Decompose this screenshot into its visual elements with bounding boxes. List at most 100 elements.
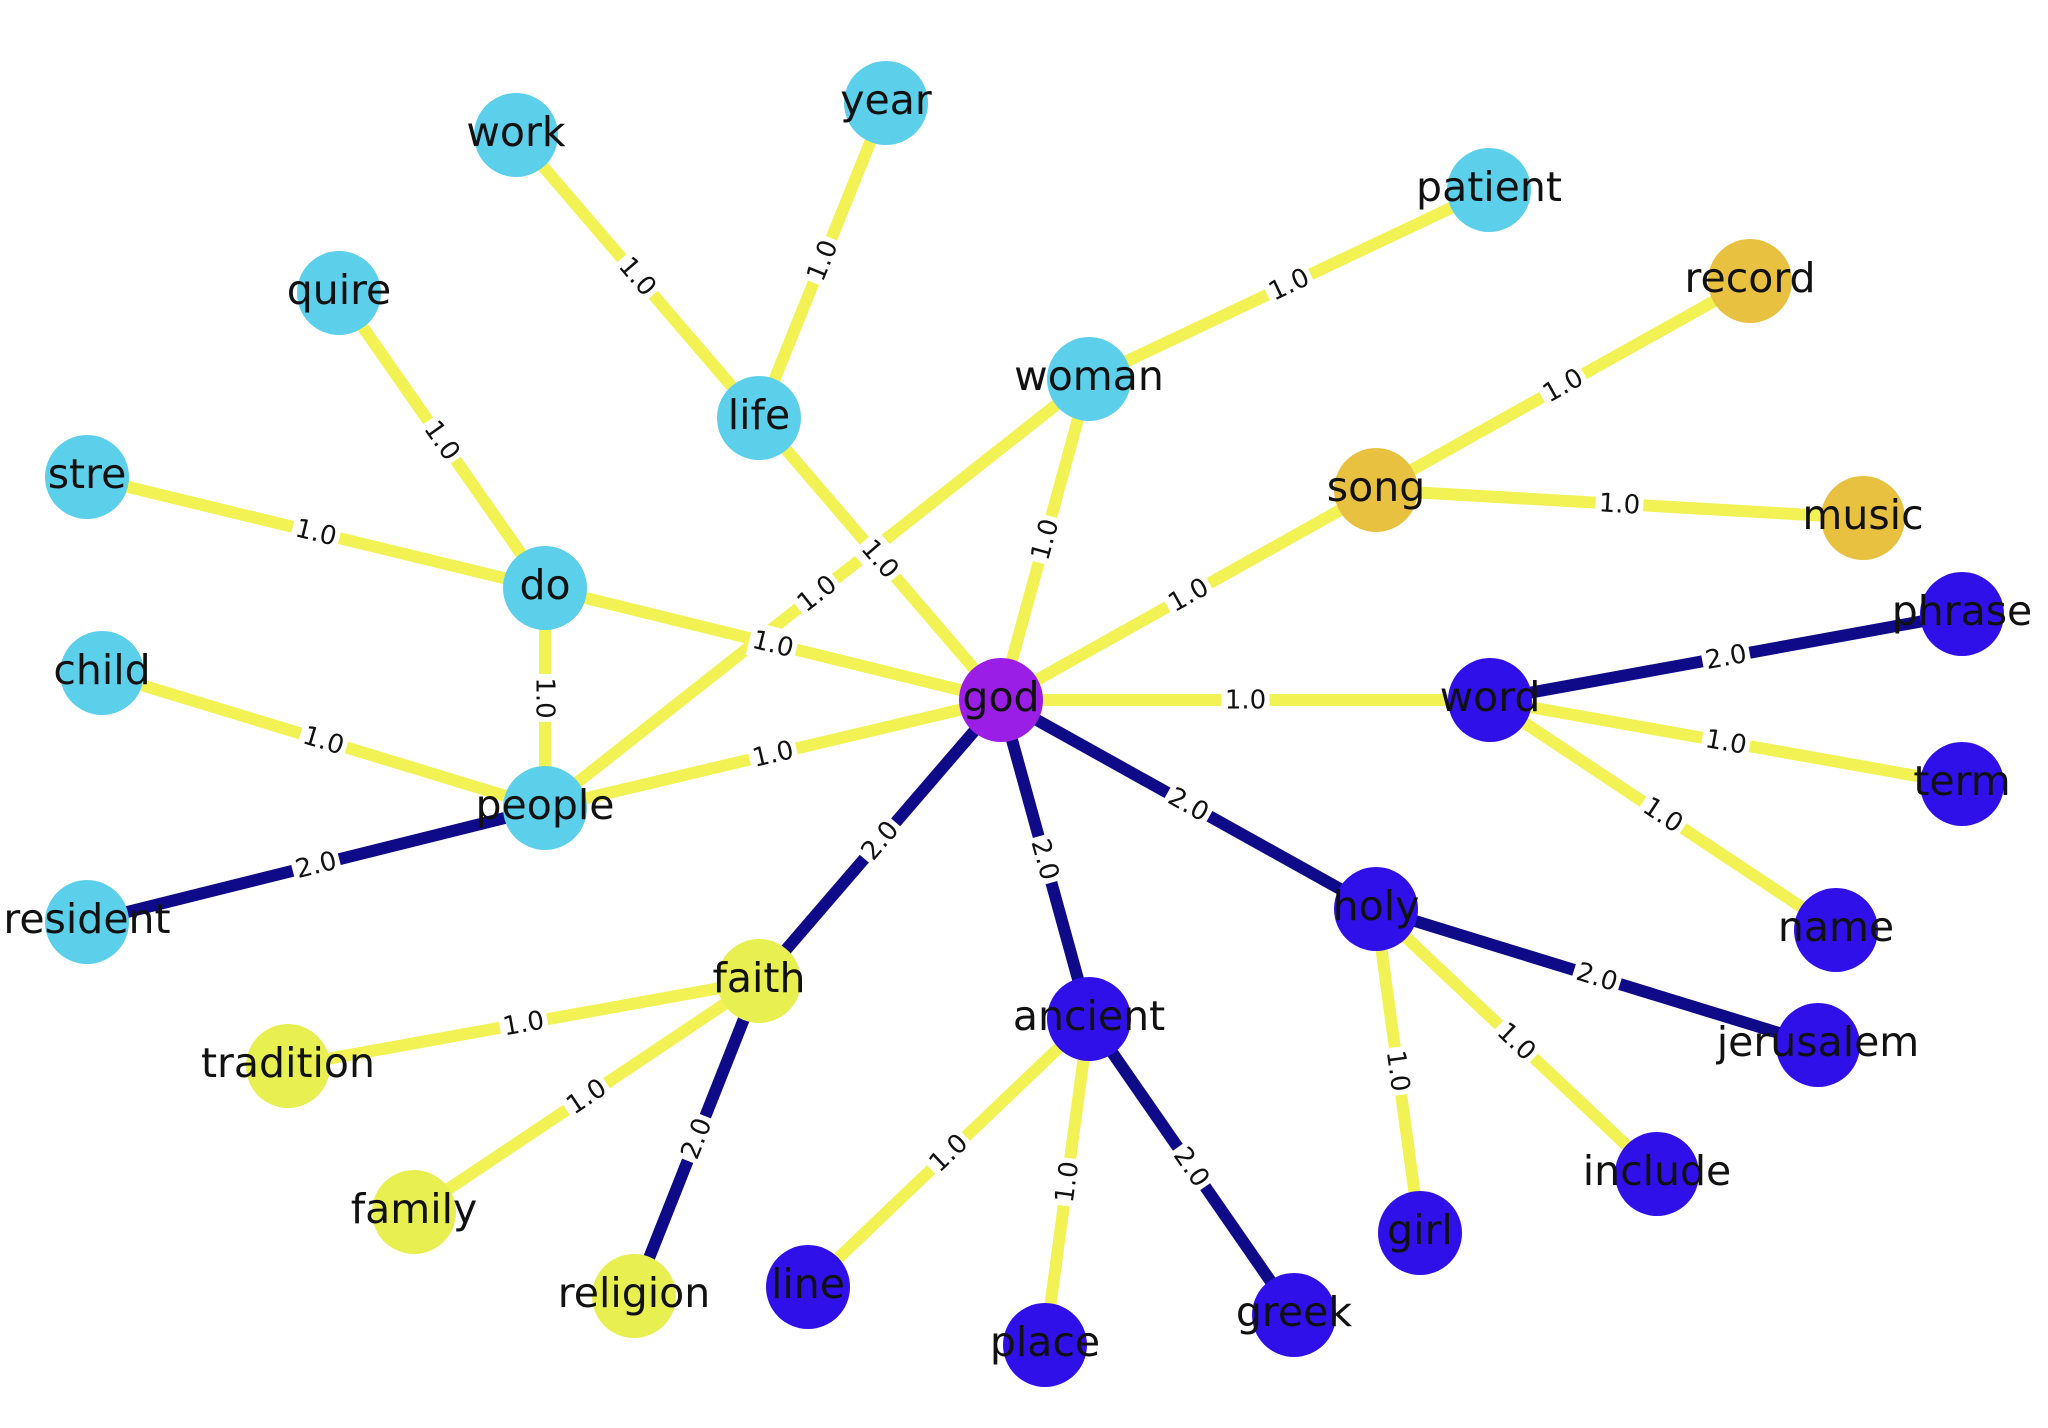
edge-weight-text: 1.0 — [501, 1006, 547, 1043]
edge-weight-label-bg — [851, 811, 909, 870]
edge-weight-text: 1.0 — [1225, 686, 1266, 716]
node-label-people: people — [476, 781, 615, 829]
edge-weight-label: 1.0 — [1159, 568, 1218, 622]
edge-weight-label-bg — [288, 842, 344, 888]
edge-weight-text: 1.0 — [1703, 724, 1749, 761]
node-work[interactable] — [474, 93, 558, 177]
edge-weight-label-bg — [1022, 831, 1068, 888]
node-people[interactable] — [503, 766, 587, 850]
edge-weight-label-bg — [1699, 721, 1753, 763]
node-record[interactable] — [1708, 239, 1792, 323]
node-label-music: music — [1802, 491, 1923, 539]
node-label-religion: religion — [558, 1269, 710, 1317]
node-holy[interactable] — [1334, 867, 1418, 951]
node-faith[interactable] — [717, 939, 801, 1023]
edge-weight-label: 1.0 — [295, 717, 352, 764]
edge-weight-label: 1.0 — [1533, 358, 1593, 413]
node-resident[interactable] — [45, 880, 129, 964]
edge-weight-label: 1.0 — [797, 231, 848, 290]
edge-weight-label-bg — [1633, 787, 1693, 843]
edge-weight-text: 1.0 — [1050, 1160, 1085, 1205]
node-woman[interactable] — [1047, 337, 1131, 421]
edge-weight-label-bg — [1022, 511, 1068, 568]
node-name[interactable] — [1794, 888, 1878, 972]
node-greek[interactable] — [1252, 1273, 1336, 1357]
edge-weight-label: 1.0 — [288, 510, 344, 555]
edge-weight-label: 1.0 — [745, 731, 801, 777]
node-song[interactable] — [1334, 448, 1418, 532]
edge-weight-text: 1.0 — [299, 721, 347, 762]
node-phrase[interactable] — [1920, 572, 2004, 656]
node-family[interactable] — [372, 1170, 456, 1254]
edge-weight-label: 2.0 — [288, 842, 344, 888]
edge-weight-label-bg — [1159, 568, 1218, 622]
edge-weight-text: 1.0 — [530, 677, 560, 718]
node-label-tradition: tradition — [201, 1039, 375, 1087]
edge-weight-text: 2.0 — [1703, 639, 1749, 676]
node-label-faith: faith — [712, 954, 805, 1002]
node-label-greek: greek — [1236, 1288, 1352, 1336]
node-god[interactable] — [959, 658, 1043, 742]
edge-weight-label-bg — [1260, 258, 1318, 311]
node-label-family: family — [351, 1185, 478, 1233]
node-life[interactable] — [717, 376, 801, 460]
node-music[interactable] — [1821, 476, 1905, 560]
node-child[interactable] — [60, 631, 144, 715]
edge-weight-label-bg — [787, 565, 847, 622]
node-girl[interactable] — [1378, 1191, 1462, 1275]
node-term[interactable] — [1920, 742, 2004, 826]
node-year[interactable] — [844, 61, 928, 145]
node-tradition[interactable] — [246, 1024, 330, 1108]
edge-weight-label: 1.0 — [528, 674, 562, 722]
node-label-patient: patient — [1416, 163, 1562, 211]
node-place[interactable] — [1003, 1303, 1087, 1387]
edge-weight-label-bg — [1487, 1012, 1546, 1071]
edge-weight-label: 2.0 — [1159, 777, 1218, 832]
node-label-record: record — [1685, 254, 1816, 302]
node-label-year: year — [840, 76, 932, 124]
node-word[interactable] — [1448, 658, 1532, 742]
node-label-do: do — [519, 561, 570, 609]
node-patient[interactable] — [1447, 148, 1531, 232]
node-label-word: word — [1440, 673, 1541, 721]
node-label-girl: girl — [1387, 1206, 1453, 1254]
node-religion[interactable] — [592, 1254, 676, 1338]
node-stre[interactable] — [45, 435, 129, 519]
edge-weight-label: 2.0 — [1569, 953, 1625, 1001]
edge-weight-text: 2.0 — [1025, 836, 1065, 884]
edge-weight-label-bg — [1046, 1155, 1088, 1209]
edge-weight-label-bg — [608, 247, 667, 306]
edge-weight-label-bg — [919, 1124, 978, 1182]
edge-weight-label-bg — [1221, 683, 1270, 717]
node-label-woman: woman — [1014, 352, 1164, 400]
node-ancient[interactable] — [1047, 977, 1131, 1061]
edge-weight-label: 1.0 — [1046, 1155, 1088, 1209]
edge-weight-label-bg — [1533, 358, 1593, 413]
node-jerusalem[interactable] — [1776, 1003, 1860, 1087]
edge-weight-label: 1.0 — [1260, 258, 1318, 311]
edge-weight-label: 1.0 — [1699, 721, 1753, 763]
node-do[interactable] — [503, 546, 587, 630]
edge-weight-label: 1.0 — [496, 1002, 551, 1045]
edge-weight-label-bg — [557, 1069, 616, 1124]
edge-weight-label: 2.0 — [1699, 635, 1753, 679]
node-label-quire: quire — [287, 266, 392, 314]
edge-weight-label-bg — [295, 717, 352, 764]
edge-weight-label: 2.0 — [1022, 831, 1068, 888]
edge-weight-label-bg — [1569, 953, 1625, 1001]
edge-weight-label-bg — [1163, 1137, 1220, 1197]
node-label-god: god — [962, 673, 1039, 721]
node-label-phrase: phrase — [1892, 587, 2033, 635]
node-label-stre: stre — [48, 450, 127, 498]
edge-weight-label-bg — [745, 621, 801, 667]
node-include[interactable] — [1615, 1132, 1699, 1216]
edge-weight-text: 1.0 — [1598, 488, 1641, 520]
node-label-child: child — [53, 646, 150, 694]
node-line[interactable] — [766, 1245, 850, 1329]
node-label-line: line — [771, 1260, 845, 1308]
node-quire[interactable] — [297, 251, 381, 335]
edge-weight-label: 1.0 — [1594, 485, 1645, 523]
node-label-life: life — [728, 391, 790, 439]
node-label-include: include — [1583, 1147, 1732, 1195]
edge-weight-label-bg — [528, 674, 562, 722]
